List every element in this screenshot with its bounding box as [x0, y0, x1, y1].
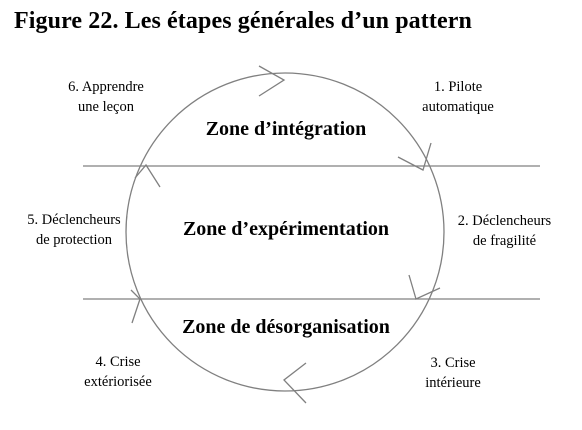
arrow-top-icon	[258, 65, 286, 97]
arrow-top-right-icon	[397, 142, 432, 171]
arrow-bottom-left-icon	[130, 289, 141, 324]
step-5-label: 5. Déclencheurs de protection	[27, 212, 121, 248]
step-4-label: 4. Crise extériorisée	[84, 354, 152, 390]
cycle-circle	[125, 72, 445, 392]
figure-title: Figure 22. Les étapes générales d’un pat…	[14, 8, 472, 34]
arrow-bottom-right-icon	[408, 274, 441, 300]
step-2-label: 2. Déclencheurs de fragilité	[457, 213, 552, 249]
arrow-bottom-icon	[283, 362, 307, 404]
step-3-label: 3. Crise intérieure	[425, 355, 481, 391]
arrow-top-left-icon	[134, 163, 161, 188]
step-1-label: 1. Pilote automatique	[422, 79, 494, 115]
zone-experimentation-label: Zone d’expérimentation	[182, 218, 390, 240]
zone-integration-label: Zone d’intégration	[205, 118, 367, 140]
step-6-label: 6. Apprendre une leçon	[68, 79, 144, 115]
zone-disorganisation-label: Zone de désorganisation	[182, 316, 390, 338]
